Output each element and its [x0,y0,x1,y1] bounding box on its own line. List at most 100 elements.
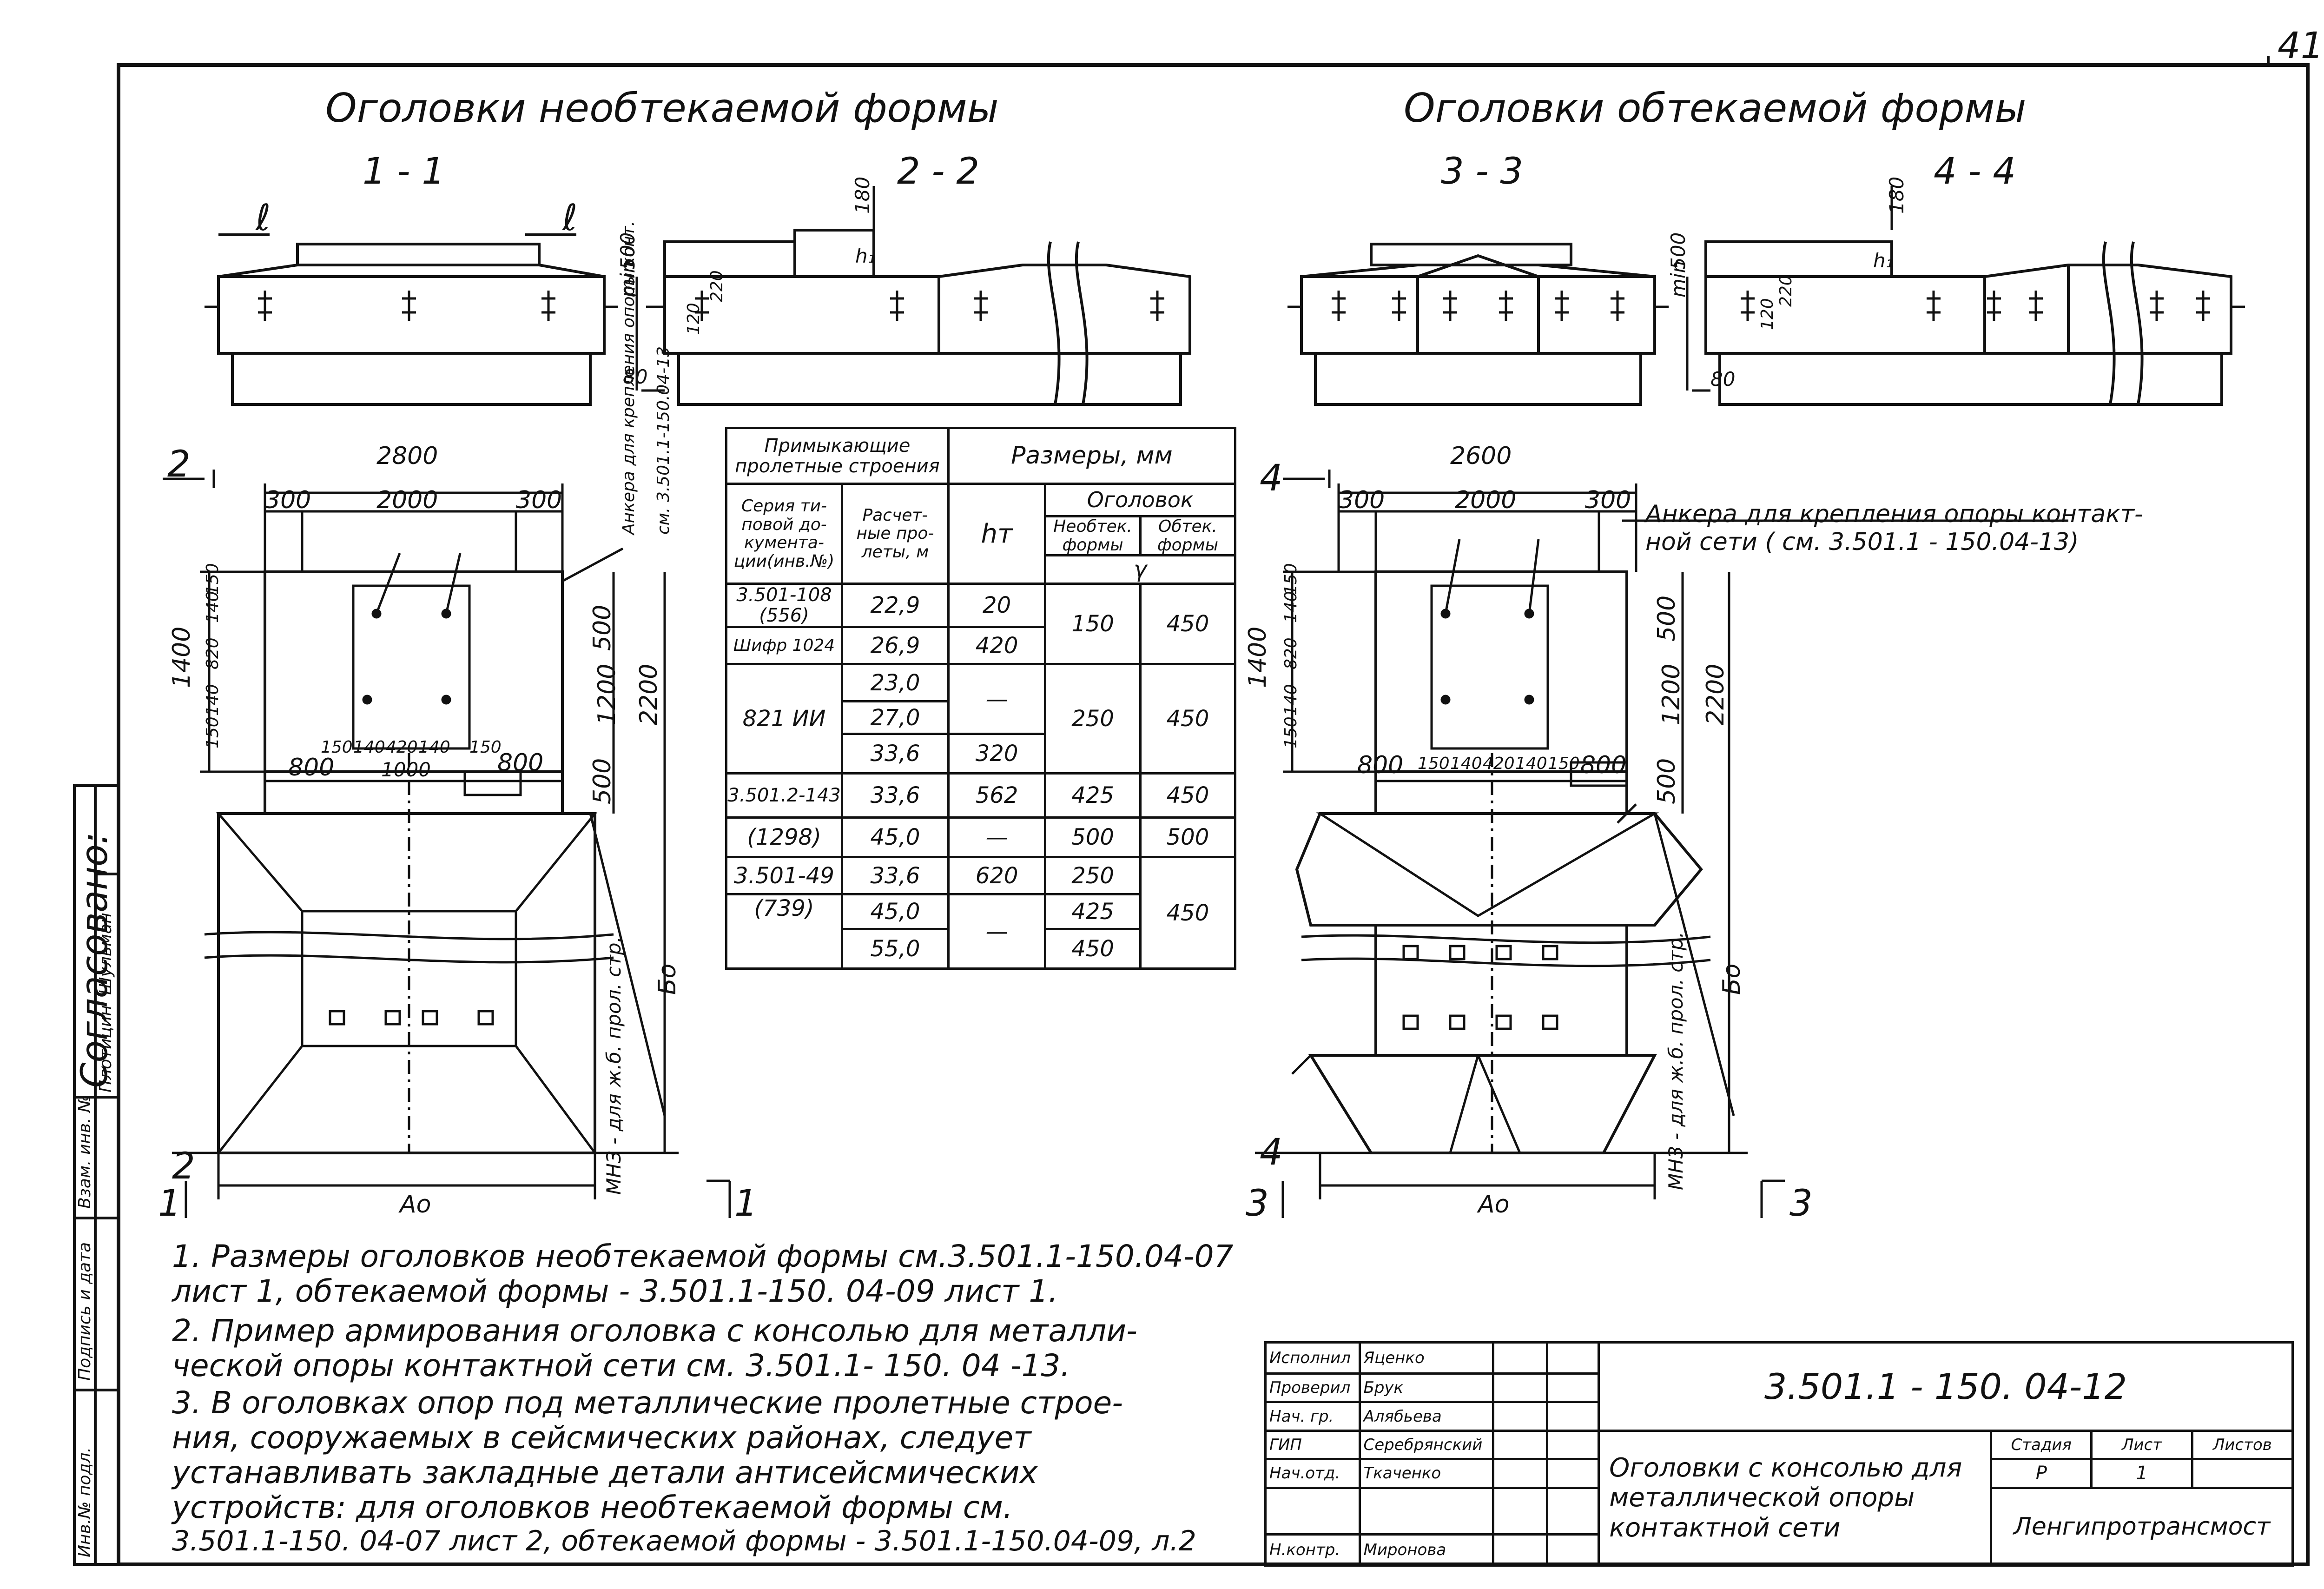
cell-b: 450 [1139,856,1237,970]
cell-span: 27,0 [841,700,950,735]
dim-h1-s44: h₁ [1873,249,1894,272]
mark-l-left: ℓ [256,197,271,239]
agreed-name-2: Шульман [96,913,115,995]
plan-right [1255,470,2068,1218]
cell-a: 250 [1044,663,1142,775]
cell-series: 3.501-108 (556) [725,583,843,629]
dim-1200-left: 1200 [593,663,621,725]
dim-180-s22: 180 [851,176,874,214]
section-4-4 [1686,186,2245,406]
stage-label: Стадия [1990,1429,2093,1461]
th-series: Серия ти- повой до- кумента- ции(инв.№) [725,482,843,585]
stamp-sign [1492,1341,1549,1375]
dim-420-base-right: 420 [1483,754,1515,773]
stamp-name: Брук [1358,1372,1495,1404]
note-line: ческой опоры контактной сети см. 3.501.1… [172,1348,1070,1384]
dim-80-s22: 80 [623,365,648,388]
sheets-label: Листов [2191,1429,2294,1461]
dim-180-s44: 180 [1885,176,1908,214]
note-line: ния, сооружаемых в сейсмических районах,… [172,1420,1031,1456]
dim-800b-left: 800 [497,749,544,777]
stamp-role: Нач. гр. [1264,1401,1361,1432]
mark-l-right: ℓ [562,197,578,239]
table-row: (1298) 45,0 — 500 500 [725,816,1237,859]
dim-2000-left: 2000 [376,486,438,514]
dim-300b-right: 300 [1585,486,1631,514]
title-block: Исполнил Яценко 3.501.1 - 150. 04-12 Про… [1264,1341,2294,1567]
organization: Ленгипротрансмост [1990,1486,2294,1567]
dim-120-s22: 120 [684,303,703,335]
dim-h1-s22: h₁ [855,245,876,267]
sheet-number: 41 [2278,25,2324,67]
cell-b: 450 [1139,583,1237,666]
sheet-label: Лист [2090,1429,2193,1461]
cell-ht: 20 [947,583,1047,629]
dim-150a-left: 150 [203,563,222,595]
th-spans: Расчет- ные про- леты, м [841,482,950,585]
inv-orig-label: Инв.№ подл. [75,1447,94,1557]
note-line: 1. Размеры оголовков необтекаемой формы … [172,1238,1234,1274]
cell-span: 45,0 [841,816,950,859]
dim-1000-left: 1000 [381,758,431,781]
dim-300b-left: 300 [516,486,562,514]
heading-nonstreamlined: Оголовки необтекаемой формы [325,85,999,132]
section-label-3-3: 3 - 3 [1441,151,1523,192]
dim-800-right: 800 [1357,751,1404,779]
dim-300-right: 300 [1339,486,1385,514]
cell-b: 450 [1139,772,1237,819]
table-row: 3.501.2-143 33,6 562 425 450 [725,772,1237,819]
cut-marker-2-top: 2 [167,444,191,485]
cell-span: 45,0 [841,893,950,931]
stamp-name: Ткаченко [1358,1458,1495,1489]
dim-bo-left: Бо [654,963,681,995]
cut-marker-2-bottom: 2 [172,1145,195,1187]
section-label-2-2: 2 - 2 [897,151,979,192]
cell-span: 23,0 [841,663,950,703]
cell-b: 500 [1139,816,1237,859]
note-line: 3.501.1-150. 04-07 лист 2, обтекаемой фо… [172,1525,1196,1557]
section-label-1-1: 1 - 1 [363,151,445,192]
note-line: устанавливать закладные детали антисейсм… [172,1455,1038,1490]
section-label-4-4: 4 - 4 [1934,151,2016,192]
dim-820-right: 820 [1281,637,1301,669]
dim-150-base-right: 150 [1418,754,1450,773]
table-row: 27,0 [726,700,1235,735]
left-strip-lines [73,784,120,1566]
th-nonstream: Необтек. формы [1044,515,1142,557]
table-row: 821 ИИ 23,0 — 250 450 [725,663,1237,775]
section-1-1 [205,233,618,406]
cell-span: 26,9 [841,626,950,666]
dim-140b-left: 140 [203,684,222,716]
dim-420-base-left: 420 [386,738,418,757]
th-adjacent: Примыкающие пролетные строения [725,427,950,485]
table-row: Шифр 1024 26,9 420 [725,626,1235,666]
th-stream: Обтек. формы [1139,515,1237,557]
dim-120-s44: 120 [1758,298,1777,330]
dim-150b-left: 150 [203,716,222,748]
dim-1400-right: 1400 [1244,626,1272,688]
note-line: 2. Пример армирования оголовка с консоль… [172,1313,1138,1349]
cell-a: 425 [1044,893,1142,931]
table-row: 3.501-49 33,6 620 250 450 [725,856,1237,970]
sign-date-label: Подпись и дата [75,1242,94,1381]
dim-2200-left: 2200 [635,663,663,725]
cell-a: 450 [1044,928,1142,970]
cut-marker-4-top: 4 [1260,457,1283,499]
doc-code: 3.501.1 - 150. 04-12 [1598,1341,2294,1432]
cell-ht: — [947,816,1047,859]
dim-140-base-left: 140 [353,738,385,757]
dim-150b-base-left: 150 [469,738,502,757]
dim-150a-right: 150 [1281,563,1301,595]
th-sizes: Размеры, мм [947,427,1237,485]
dim-80-s44: 80 [1710,368,1736,391]
cell-ht: — [947,663,1047,735]
cut-marker-4-bottom: 4 [1260,1132,1283,1173]
table-row: 33,6 320 [726,733,1235,775]
cell-a: 150 [1044,583,1142,666]
dim-ao-right: Ао [1478,1191,1510,1218]
note-line: 3. В оголовках опор под металлические пр… [172,1385,1123,1421]
stage-value: Р [1990,1458,2093,1489]
dim-140a-left: 140 [203,591,222,623]
anchor-note-vert-2: см. 3.501.1-150.04-13 [654,346,673,535]
dim-500-left-plan: 500 [588,604,616,651]
